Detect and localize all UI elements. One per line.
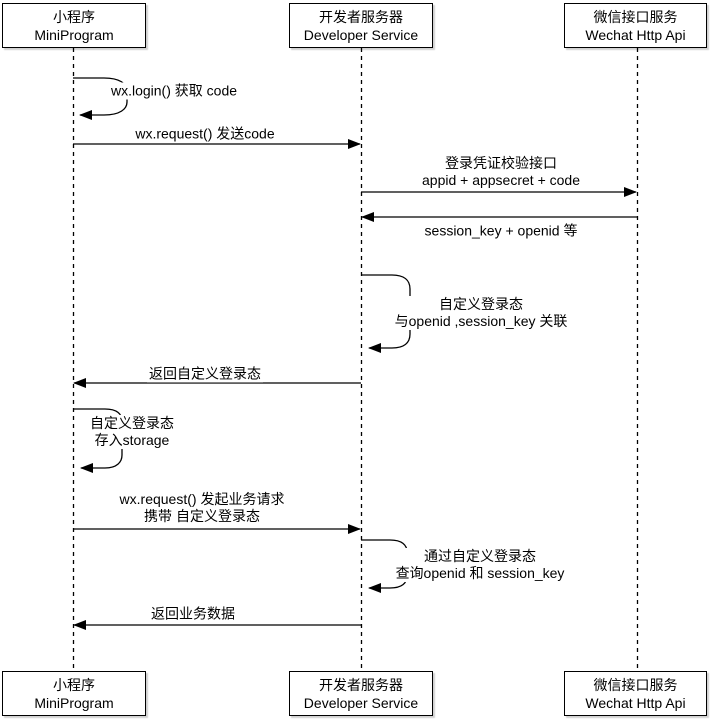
participant-name-en: Developer Service bbox=[303, 26, 419, 43]
message-text: appid + appsecret + code bbox=[421, 172, 581, 188]
message-label-verify-credentials: 登录凭证校验接口 appid + appsecret + code bbox=[419, 155, 583, 189]
participant-name-zh: 开发者服务器 bbox=[319, 676, 403, 693]
participant-name-en: Wechat Http Api bbox=[585, 26, 686, 43]
participant-name-zh: 小程序 bbox=[53, 8, 95, 25]
message-text: 查询openid 和 session_key bbox=[395, 565, 565, 581]
participant-name-zh: 小程序 bbox=[53, 676, 95, 693]
message-text: 与openid ,session_key 关联 bbox=[394, 313, 568, 329]
participant-top-wechat-api: 微信接口服务 Wechat Http Api bbox=[564, 3, 707, 48]
participant-name-zh: 微信接口服务 bbox=[593, 8, 678, 25]
message-label-store: 自定义登录态 存入storage bbox=[88, 415, 176, 449]
participant-top-developer-service: 开发者服务器 Developer Service bbox=[289, 3, 433, 48]
message-label-business-request: wx.request() 发起业务请求 携带 自定义登录态 bbox=[117, 491, 287, 525]
participant-name-zh: 开发者服务器 bbox=[319, 8, 403, 25]
message-text: wx.login() 获取 code bbox=[110, 82, 238, 99]
message-label-session-return: session_key + openid 等 bbox=[422, 222, 580, 240]
message-text: wx.request() 发送code bbox=[135, 125, 275, 142]
message-text: 返回业务数据 bbox=[151, 605, 235, 622]
message-text: 携带 自定义登录态 bbox=[144, 508, 260, 524]
participant-bottom-developer-service: 开发者服务器 Developer Service bbox=[289, 671, 433, 716]
message-label-custom-login: 自定义登录态 与openid ,session_key 关联 bbox=[392, 296, 570, 330]
message-label-return-business-data: 返回业务数据 bbox=[149, 605, 237, 623]
message-text: 通过自定义登录态 bbox=[424, 548, 536, 564]
message-label-query: 通过自定义登录态 查询openid 和 session_key bbox=[393, 548, 567, 582]
participant-name-en: MiniProgram bbox=[34, 694, 114, 711]
participant-name-zh: 微信接口服务 bbox=[593, 676, 678, 693]
message-label-return-custom-login: 返回自定义登录态 bbox=[147, 365, 263, 383]
participant-name-en: MiniProgram bbox=[34, 26, 114, 43]
participant-name-en: Wechat Http Api bbox=[585, 694, 686, 711]
message-text: session_key + openid 等 bbox=[424, 222, 578, 239]
participant-bottom-wechat-api: 微信接口服务 Wechat Http Api bbox=[564, 671, 707, 716]
message-text: wx.request() 发起业务请求 bbox=[119, 491, 285, 507]
message-text: 自定义登录态 bbox=[438, 296, 523, 312]
message-label-send-code: wx.request() 发送code bbox=[133, 125, 277, 143]
participant-top-miniprogram: 小程序 MiniProgram bbox=[2, 3, 146, 48]
message-text: 返回自定义登录态 bbox=[149, 365, 261, 382]
message-text: 存入storage bbox=[94, 432, 170, 448]
participant-name-en: Developer Service bbox=[303, 694, 419, 711]
participant-bottom-miniprogram: 小程序 MiniProgram bbox=[2, 671, 146, 716]
message-text: 自定义登录态 bbox=[90, 415, 174, 431]
message-text: 登录凭证校验接口 bbox=[444, 155, 557, 171]
message-label-login: wx.login() 获取 code bbox=[108, 82, 240, 100]
